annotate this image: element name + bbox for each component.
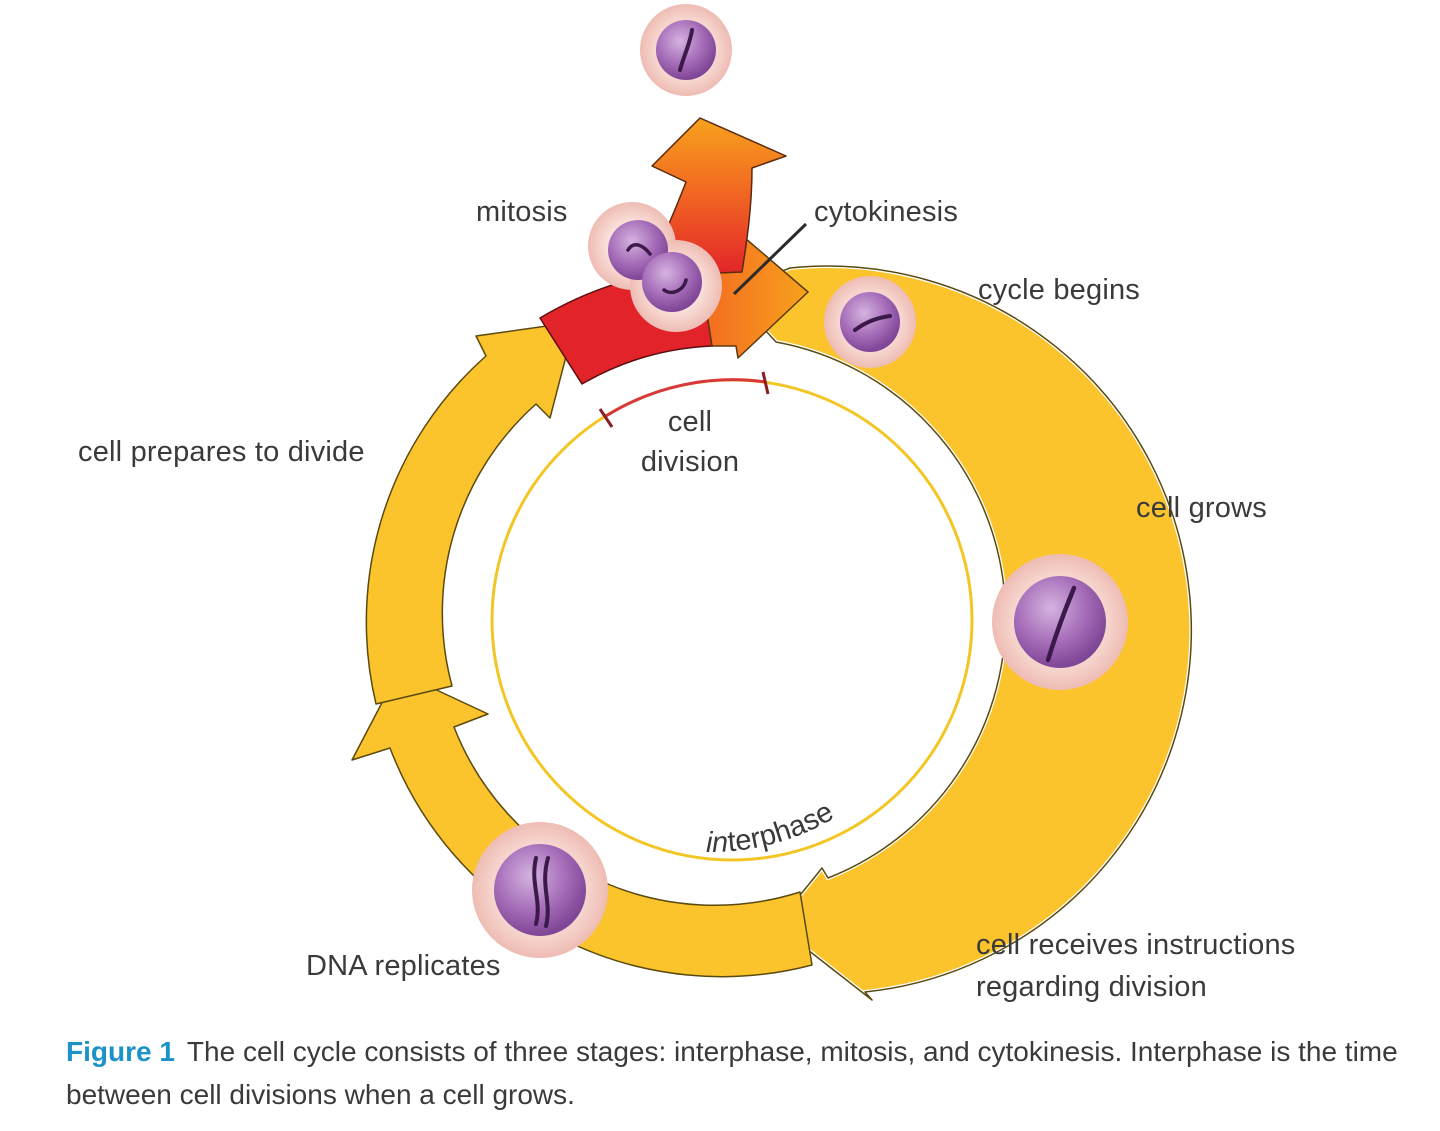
cell-dividing-icon (588, 202, 722, 332)
label-cell-division: cell division (640, 406, 740, 478)
figure-number: Figure 1 (66, 1036, 175, 1067)
cell-daughter-icon (640, 4, 732, 96)
cytokinesis-pointer (732, 222, 808, 296)
label-mitosis: mitosis (476, 196, 568, 228)
division-tick-right (761, 371, 770, 395)
label-cell-receives: cell receives instructions regarding div… (976, 929, 1296, 1003)
cell-replicated-icon (472, 822, 608, 958)
caption-text: The cell cycle consists of three stages:… (66, 1036, 1398, 1110)
division-tick-left (598, 408, 614, 428)
cell-division-arc (605, 378, 767, 418)
cell-new-icon (824, 276, 916, 368)
label-dna-replicates: DNA replicates (306, 950, 501, 982)
label-cycle-begins: cycle begins (978, 274, 1140, 306)
arrow-outline-growth (729, 265, 1193, 1001)
cell-grown-icon (992, 554, 1128, 690)
label-cell-grows: cell grows (1136, 492, 1267, 524)
arrow-segment-prepare (365, 321, 576, 705)
label-cell-prepares: cell prepares to divide (78, 436, 365, 468)
interphase-label: interphase (706, 796, 839, 859)
label-cytokinesis: cytokinesis (814, 196, 959, 228)
